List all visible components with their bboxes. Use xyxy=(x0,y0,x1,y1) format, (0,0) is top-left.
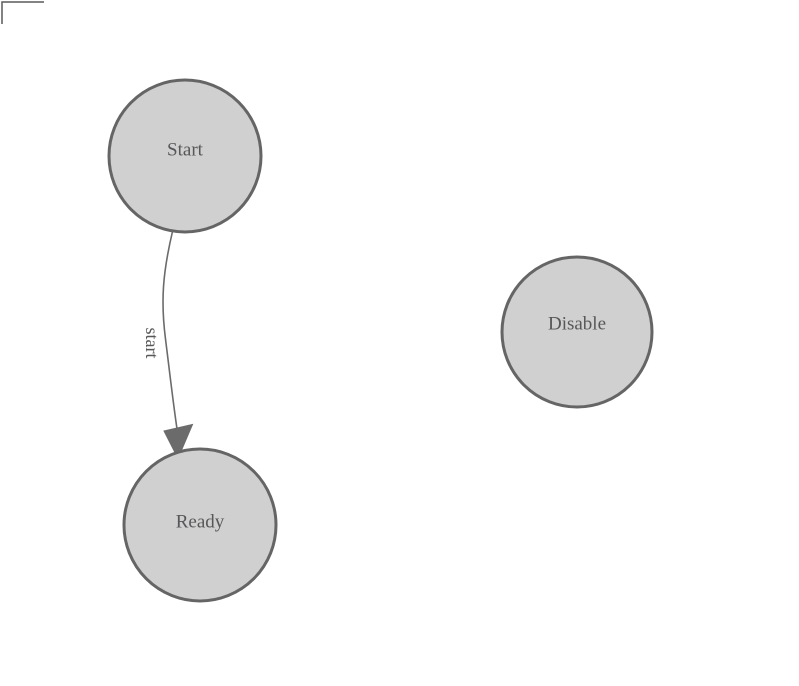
node-ready-label: Ready xyxy=(176,511,225,532)
edge-start-to-ready[interactable]: start xyxy=(142,231,194,460)
arrowhead-icon xyxy=(163,423,194,460)
node-start[interactable]: Start xyxy=(107,78,263,234)
node-disable-circle[interactable] xyxy=(500,255,654,409)
edge-line xyxy=(162,231,179,433)
node-ready[interactable]: Ready xyxy=(122,447,278,603)
node-start-label: Start xyxy=(167,139,204,160)
node-disable[interactable]: Disable xyxy=(500,255,654,409)
corner-mark-icon xyxy=(1,1,44,24)
edge-label-start: start xyxy=(142,328,162,359)
node-ready-circle[interactable] xyxy=(122,447,278,603)
node-start-circle[interactable] xyxy=(107,78,263,234)
node-disable-label: Disable xyxy=(548,313,606,334)
